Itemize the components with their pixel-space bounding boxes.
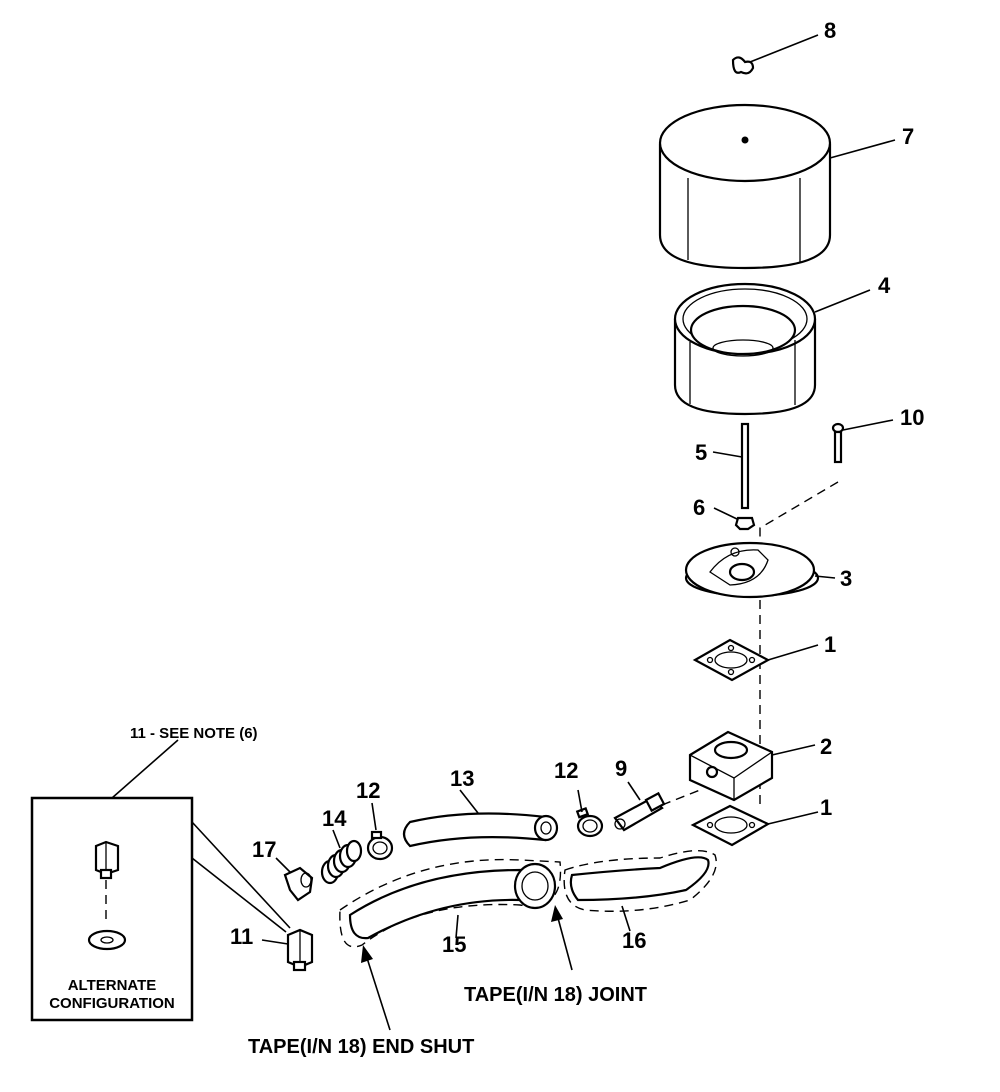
tape-joint-label: TAPE(I/N 18) JOINT [464, 984, 647, 1006]
part-14-spring [320, 829, 363, 885]
callout-1-upper: 1 [824, 632, 836, 657]
callout-2: 2 [820, 734, 832, 759]
callout-4: 4 [878, 273, 891, 298]
callout-15: 15 [442, 932, 466, 957]
callout-9: 9 [615, 756, 627, 781]
part-1-gasket-lower [690, 804, 819, 847]
part-7-cover [658, 103, 896, 270]
callout-3: 3 [840, 566, 852, 591]
callout-6: 6 [693, 495, 705, 520]
part-1-gasket-upper [692, 638, 819, 682]
part-16-hose [563, 850, 717, 932]
part-12-clamp-left [366, 802, 394, 861]
tape-end-shut-arrow [361, 945, 391, 1031]
part-2-adapter-block [688, 730, 816, 802]
callout-14: 14 [322, 806, 347, 831]
part-15-hose [339, 858, 562, 948]
part-8-wing-screw [731, 34, 819, 75]
callout-5: 5 [695, 440, 707, 465]
alternate-configuration-box [30, 739, 291, 1022]
part-3-base-plate [684, 541, 836, 599]
part-12-clamp-right [575, 789, 604, 838]
callout-1-lower: 1 [820, 795, 832, 820]
alternate-label-line1: ALTERNATE [68, 977, 157, 994]
part-5-stud [712, 422, 750, 510]
callout-12-right: 12 [554, 758, 578, 783]
part-4-filter-element [673, 282, 871, 416]
part-10-bolt [831, 419, 894, 464]
part-17-elbow [275, 857, 314, 902]
callout-7: 7 [902, 124, 914, 149]
callout-17: 17 [252, 837, 276, 862]
callout-13: 13 [450, 766, 474, 791]
part-13-hose [402, 789, 559, 848]
callout-16: 16 [622, 928, 646, 953]
callout-8: 8 [824, 18, 836, 43]
part-11-fitting [261, 928, 314, 972]
tape-joint-arrow [551, 905, 573, 971]
callout-11: 11 [230, 924, 253, 949]
callout-12-left: 12 [356, 778, 380, 803]
part-6-nut [713, 507, 756, 531]
see-note-label: 11 - SEE NOTE (6) [130, 725, 258, 742]
alternate-label-line2: CONFIGURATION [49, 995, 175, 1012]
part-9-fitting [613, 781, 701, 832]
tape-end-shut-label: TAPE(I/N 18) END SHUT [248, 1036, 474, 1058]
dashed-leader-bolt [759, 481, 839, 545]
callout-10: 10 [900, 405, 924, 430]
